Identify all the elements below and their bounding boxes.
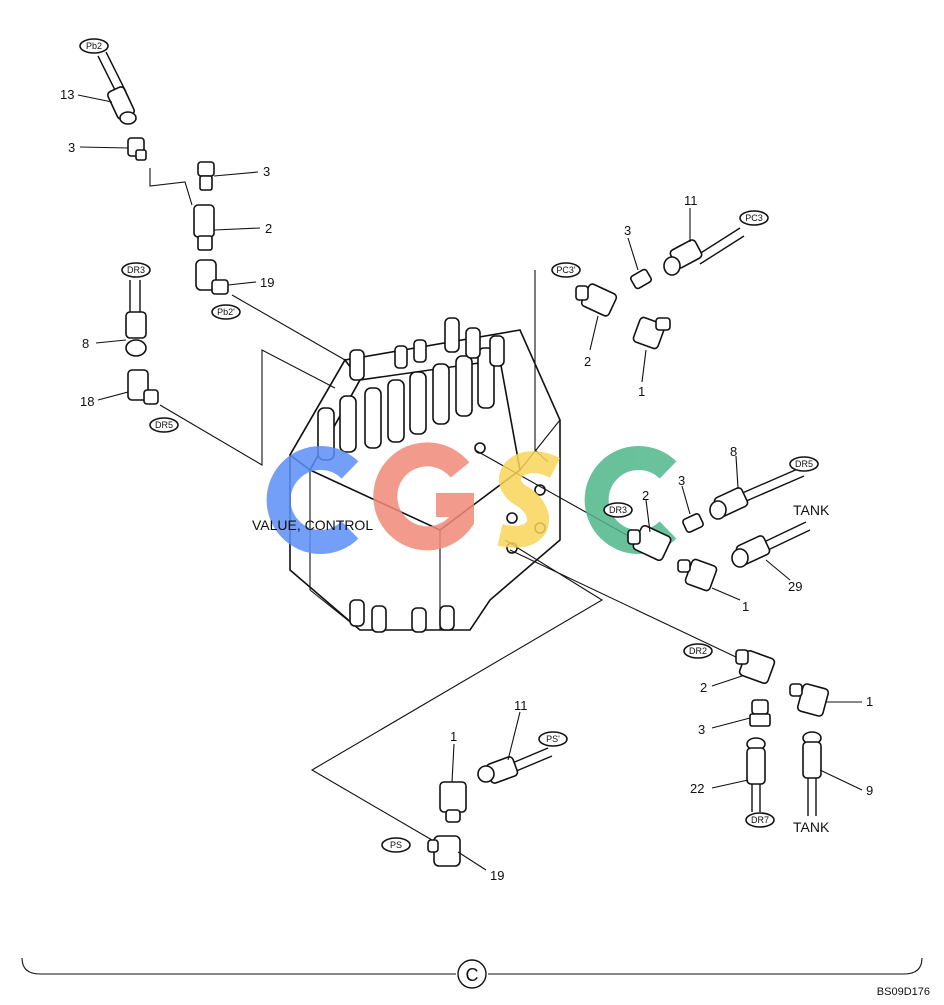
hose-8b [709, 467, 805, 520]
hose-8a [125, 280, 147, 357]
hose-9 [802, 731, 822, 816]
elbow-1c [789, 683, 830, 717]
svg-text:Pb2: Pb2 [86, 41, 102, 51]
figure-id: BS09D176 [877, 986, 930, 998]
hose-22 [746, 737, 766, 812]
connector-3d [682, 513, 704, 533]
tag-dr3-left: DR3 [121, 262, 151, 278]
tag-dr7: DR7 [745, 812, 775, 828]
fittings [97, 51, 830, 867]
callout-11b: 11 [514, 698, 528, 713]
svg-text:DR5: DR5 [795, 459, 813, 469]
callout-18: 18 [80, 394, 94, 409]
section-brace: C [21, 957, 923, 989]
tank-label-lower: TANK [793, 819, 830, 835]
hose-11b [477, 747, 553, 784]
callout-2d: 2 [700, 680, 707, 695]
tag-dr2: DR2 [683, 643, 713, 659]
callout-3e: 3 [698, 722, 705, 737]
hose-11a [663, 227, 745, 276]
callout-1d: 1 [450, 729, 457, 744]
watermark-letter-s [497, 451, 561, 548]
connector-3c [630, 268, 652, 290]
svg-text:PC3: PC3 [745, 213, 763, 223]
callout-13: 13 [60, 87, 74, 102]
callout-1b: 1 [742, 599, 749, 614]
elbow-1a [632, 316, 671, 350]
callout-8b: 8 [730, 444, 737, 459]
section-marker: C [466, 965, 479, 985]
callout-3a: 3 [68, 140, 75, 155]
callout-1c: 1 [866, 694, 873, 709]
elbow-19a [195, 259, 229, 295]
callout-numbers: 13 3 3 2 19 8 18 11 3 2 1 8 3 2 1 29 2 1… [60, 87, 873, 883]
svg-text:DR2: DR2 [689, 646, 707, 656]
callout-9: 9 [866, 783, 873, 798]
callout-2c: 2 [642, 488, 649, 503]
svg-text:PS': PS' [546, 734, 560, 744]
callout-3b: 3 [263, 164, 270, 179]
callout-19b: 19 [490, 868, 504, 883]
tag-dr5-right: DR5 [789, 456, 819, 472]
callout-2a: 2 [265, 221, 272, 236]
svg-text:DR3: DR3 [609, 505, 627, 515]
connector-3a [127, 137, 147, 161]
adapter-2c [627, 524, 672, 562]
adapter-2a [193, 204, 215, 251]
tag-dr5-left: DR5 [149, 417, 179, 433]
connector-3b [197, 161, 215, 191]
elbow-18 [127, 369, 159, 405]
svg-text:PC3': PC3' [556, 265, 576, 275]
callout-11a: 11 [684, 193, 698, 208]
svg-text:DR7: DR7 [751, 815, 769, 825]
callout-3d: 3 [678, 473, 685, 488]
port-tags: Pb2 Pb2' DR3 DR5 PC3' PC3 DR5 DR3 DR2 DR… [79, 38, 819, 853]
watermark-letter-c1 [266, 446, 359, 554]
tank-label-upper: TANK [793, 502, 830, 518]
tag-ps-lower: PS [381, 837, 411, 853]
hose-29 [731, 521, 811, 568]
callout-1a: 1 [638, 384, 645, 399]
connector-3e [749, 699, 771, 727]
callout-22: 22 [690, 781, 704, 796]
tag-ps-upper: PS' [538, 731, 568, 747]
svg-text:PS: PS [390, 840, 402, 850]
assembly-label: VALUE, CONTROL [252, 517, 373, 533]
leader-lines [77, 94, 863, 871]
callout-3c: 3 [624, 223, 631, 238]
elbow-19b [427, 835, 461, 867]
tag-pb2-top: Pb2 [79, 38, 109, 54]
tag-pc3-right: PC3 [739, 210, 769, 226]
section-marker-circle [457, 959, 487, 989]
callout-29: 29 [788, 579, 802, 594]
svg-text:DR5: DR5 [155, 420, 173, 430]
svg-text:Pb2': Pb2' [217, 307, 235, 317]
tag-pc3-mid: PC3' [551, 262, 581, 278]
watermark-letter-g [373, 442, 474, 551]
callout-2b: 2 [584, 354, 591, 369]
elbow-1d [439, 781, 467, 823]
adapter-2d [735, 649, 776, 685]
callout-19a: 19 [260, 275, 274, 290]
hose-13 [97, 51, 137, 125]
elbow-1b [677, 558, 718, 592]
tag-pb2-mid: Pb2' [211, 304, 241, 320]
callout-8a: 8 [82, 336, 89, 351]
tag-dr3-center: DR3 [603, 502, 633, 518]
svg-text:DR3: DR3 [127, 265, 145, 275]
adapter-2b [575, 283, 618, 317]
